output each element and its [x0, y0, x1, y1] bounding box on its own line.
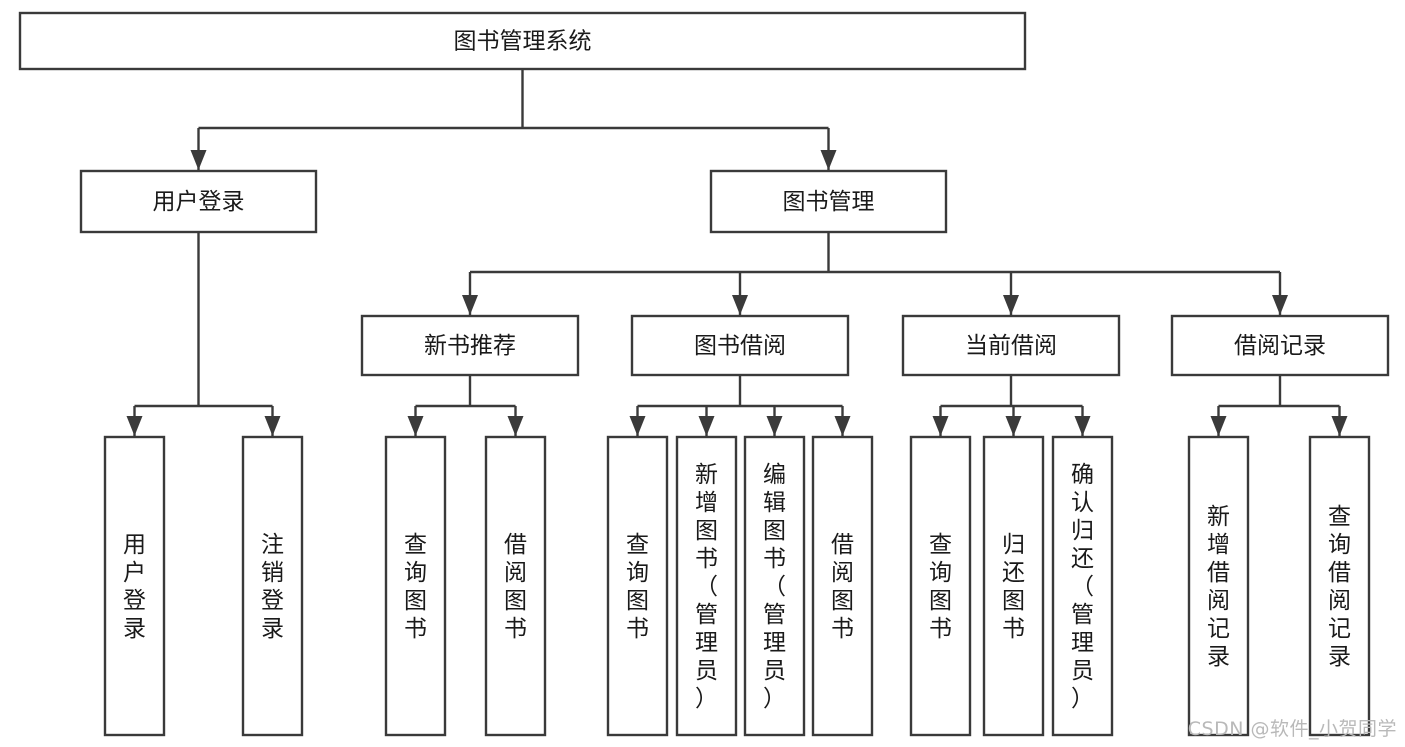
- node-leaf-user-logout-label: 注销登录: [261, 532, 284, 642]
- node-leaf-return-book-box[interactable]: [982, 435, 1045, 737]
- node-leaf-user-login-box[interactable]: [103, 435, 166, 737]
- node-book-manage-label: 图书管理: [783, 189, 875, 215]
- node-leaf-edit-book[interactable]: 编辑图书（管理员）: [743, 435, 806, 737]
- node-leaf-confirm-return-label: 确认归还（管理员）: [1071, 462, 1094, 712]
- node-leaf-borrow-book-1[interactable]: 借阅图书: [484, 435, 547, 737]
- node-root-图书管理系统-label: 图书管理系统: [454, 29, 592, 55]
- node-book-borrow-box[interactable]: [630, 314, 850, 377]
- arrow-head-icon: [264, 416, 281, 436]
- arrow-head-icon: [126, 416, 143, 436]
- arrow-head-icon: [1210, 416, 1227, 436]
- node-leaf-return-book[interactable]: 归还图书: [982, 435, 1045, 737]
- arrow-head-icon: [766, 416, 783, 436]
- arrow-head-icon: [190, 150, 207, 170]
- arrow-head-icon: [629, 416, 646, 436]
- node-leaf-query-book-1-box[interactable]: [384, 435, 447, 737]
- node-current-borrow-box[interactable]: [901, 314, 1121, 377]
- node-leaf-user-login[interactable]: 用户登录: [103, 435, 166, 737]
- arrow-head-icon: [407, 416, 424, 436]
- node-book-borrow-label: 图书借阅: [694, 333, 786, 359]
- arrow-head-icon: [932, 416, 949, 436]
- node-leaf-borrow-book-2-box[interactable]: [811, 435, 874, 737]
- node-borrow-record[interactable]: 借阅记录: [1170, 314, 1390, 377]
- node-leaf-add-book[interactable]: 新增图书（管理员）: [675, 435, 738, 737]
- arrow-head-icon: [1003, 295, 1019, 315]
- node-root-图书管理系统[interactable]: 图书管理系统: [18, 11, 1027, 71]
- node-leaf-query-book-2-box[interactable]: [606, 435, 669, 737]
- node-leaf-user-logout[interactable]: 注销登录: [241, 435, 304, 737]
- arrow-head-icon: [462, 295, 478, 315]
- arrow-head-icon: [507, 416, 524, 436]
- node-leaf-add-record-box[interactable]: [1187, 435, 1250, 737]
- node-leaf-query-book-1-label: 查询图书: [404, 532, 427, 642]
- arrow-head-icon: [698, 416, 715, 436]
- node-leaf-query-book-3-box[interactable]: [909, 435, 972, 737]
- node-new-book-rec-label: 新书推荐: [424, 333, 516, 359]
- connectors-layer: [126, 69, 1348, 436]
- node-book-manage-box[interactable]: [709, 169, 948, 234]
- node-leaf-query-book-2[interactable]: 查询图书: [606, 435, 669, 737]
- node-leaf-add-record[interactable]: 新增借阅记录: [1187, 435, 1250, 737]
- node-book-borrow[interactable]: 图书借阅: [630, 314, 850, 377]
- node-leaf-borrow-book-2-label: 借阅图书: [831, 532, 854, 642]
- node-new-book-rec-box[interactable]: [360, 314, 580, 377]
- node-leaf-query-record[interactable]: 查询借阅记录: [1308, 435, 1371, 737]
- node-borrow-record-box[interactable]: [1170, 314, 1390, 377]
- node-leaf-query-record-label: 查询借阅记录: [1328, 504, 1351, 670]
- node-leaf-borrow-book-2[interactable]: 借阅图书: [811, 435, 874, 737]
- node-leaf-add-book-box[interactable]: [675, 435, 738, 737]
- node-leaf-query-book-3[interactable]: 查询图书: [909, 435, 972, 737]
- node-current-borrow[interactable]: 当前借阅: [901, 314, 1121, 377]
- arrow-head-icon: [732, 295, 748, 315]
- node-leaf-edit-book-box[interactable]: [743, 435, 806, 737]
- node-leaf-return-book-label: 归还图书: [1002, 532, 1025, 642]
- node-leaf-edit-book-label: 编辑图书（管理员）: [763, 462, 786, 712]
- node-leaf-confirm-return-box[interactable]: [1051, 435, 1114, 737]
- arrow-head-icon: [1074, 416, 1091, 436]
- node-leaf-user-logout-box[interactable]: [241, 435, 304, 737]
- node-leaf-query-book-3-label: 查询图书: [929, 532, 952, 642]
- node-borrow-record-label: 借阅记录: [1234, 333, 1326, 359]
- node-leaf-query-record-box[interactable]: [1308, 435, 1371, 737]
- arrow-head-icon: [1005, 416, 1022, 436]
- node-user-login-label: 用户登录: [153, 189, 245, 215]
- arrow-head-icon: [1331, 416, 1348, 436]
- node-leaf-confirm-return[interactable]: 确认归还（管理员）: [1051, 435, 1114, 737]
- node-leaf-user-login-label: 用户登录: [123, 532, 146, 642]
- arrow-head-icon: [834, 416, 851, 436]
- arrow-head-icon: [820, 150, 837, 170]
- node-leaf-add-record-label: 新增借阅记录: [1207, 504, 1230, 670]
- node-leaf-query-book-2-label: 查询图书: [626, 532, 649, 642]
- node-root-图书管理系统-box[interactable]: [18, 11, 1027, 71]
- nodes-layer: 图书管理系统用户登录图书管理新书推荐图书借阅当前借阅借阅记录用户登录注销登录查询…: [18, 11, 1390, 737]
- node-new-book-rec[interactable]: 新书推荐: [360, 314, 580, 377]
- node-leaf-add-book-label: 新增图书（管理员）: [695, 462, 718, 712]
- node-book-manage[interactable]: 图书管理: [709, 169, 948, 234]
- node-leaf-borrow-book-1-label: 借阅图书: [504, 532, 527, 642]
- node-current-borrow-label: 当前借阅: [965, 333, 1057, 359]
- node-user-login[interactable]: 用户登录: [79, 169, 318, 234]
- arrow-head-icon: [1272, 295, 1288, 315]
- node-leaf-query-book-1[interactable]: 查询图书: [384, 435, 447, 737]
- node-leaf-borrow-book-1-box[interactable]: [484, 435, 547, 737]
- watermark-label: CSDN @软件_小贺同学: [1187, 718, 1397, 740]
- node-user-login-box[interactable]: [79, 169, 318, 234]
